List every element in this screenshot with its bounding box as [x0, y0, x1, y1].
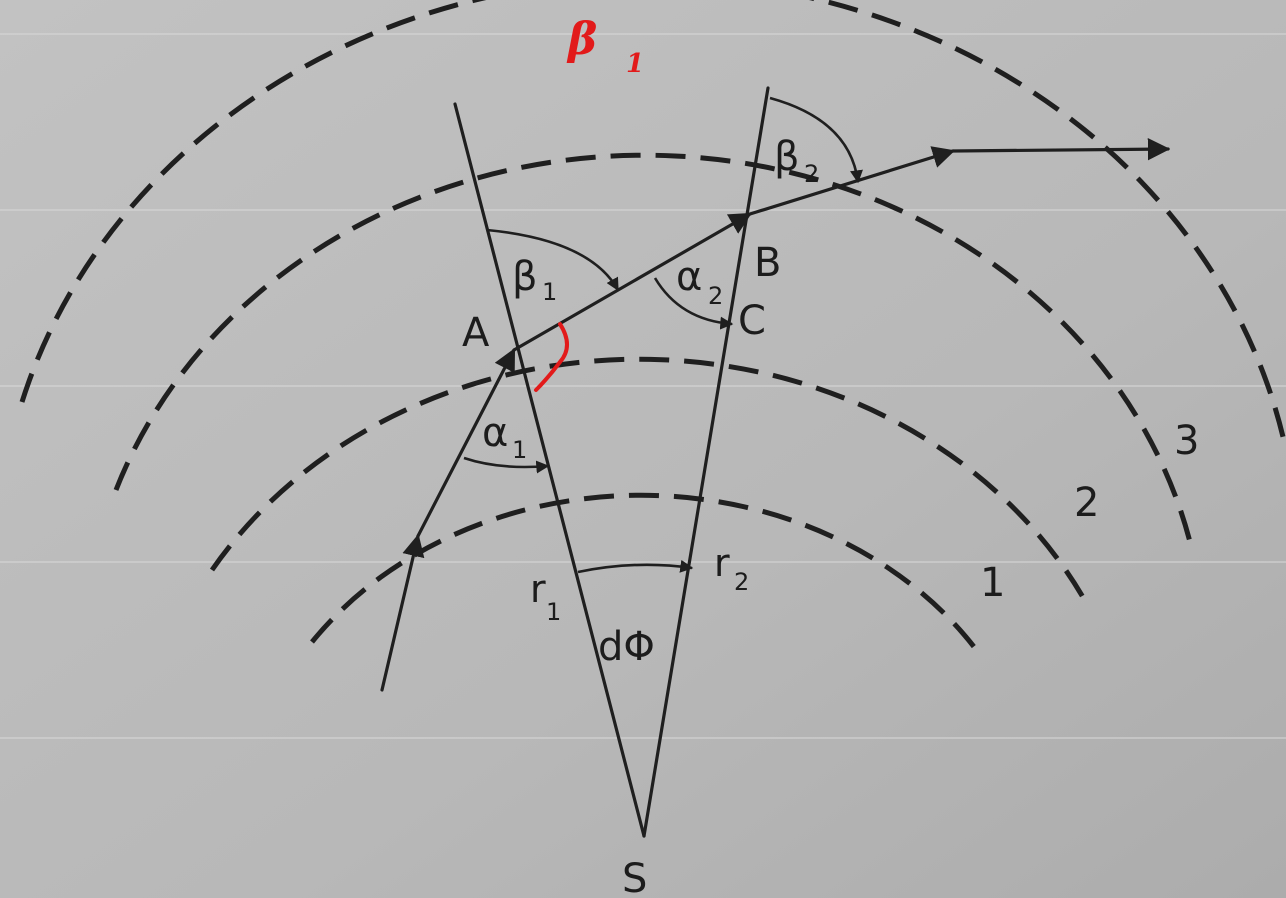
label-r-2: r: [714, 541, 730, 585]
annotation-stroke: [534, 322, 569, 392]
angle-arc-alpha-2: [653, 277, 734, 330]
label-r-2-subscript: 2: [734, 568, 749, 596]
label-shell-2: 2: [1074, 480, 1099, 526]
angle-arc-d-phi: [577, 559, 694, 574]
label-r-1-subscript: 1: [546, 598, 561, 626]
label-point-b: B: [754, 240, 781, 286]
angle-arc-alpha-1: [463, 456, 550, 474]
angle-arc-beta-1: [486, 228, 620, 292]
label-point-s: S: [622, 856, 647, 898]
label-r-1: r: [530, 567, 546, 611]
ray-segment-lower: [416, 348, 516, 538]
annotation-beta-subscript: 1: [626, 49, 644, 79]
label-beta-2: β: [774, 134, 800, 180]
ray-segment-ab: [512, 212, 752, 352]
label-beta-1: β: [512, 254, 538, 300]
incident-ray: [380, 533, 425, 692]
shell-arc-2: [113, 152, 1193, 543]
label-point-c: C: [738, 298, 766, 344]
shell-arc-inner: [310, 492, 980, 654]
exit-ray: [951, 137, 1171, 161]
label-shell-1: 1: [980, 560, 1005, 606]
label-beta-2-subscript: 2: [804, 160, 819, 188]
shell-arc-1: [209, 356, 1091, 608]
radial-line-r1: [453, 102, 646, 838]
label-alpha-1: α: [482, 410, 508, 456]
label-point-a: A: [462, 310, 490, 356]
shell-arc-3: [19, 0, 1286, 451]
label-beta-1-subscript: 1: [542, 278, 557, 306]
annotation-beta: β: [566, 14, 597, 65]
label-alpha-2-subscript: 2: [708, 282, 723, 310]
label-d-phi: dΦ: [598, 624, 655, 670]
label-alpha-2: α: [676, 254, 702, 300]
radial-line-r2: [642, 86, 770, 838]
label-shell-3: 3: [1174, 418, 1199, 464]
angle-arc-beta-2: [769, 96, 863, 184]
label-alpha-1-subscript: 1: [512, 436, 527, 464]
